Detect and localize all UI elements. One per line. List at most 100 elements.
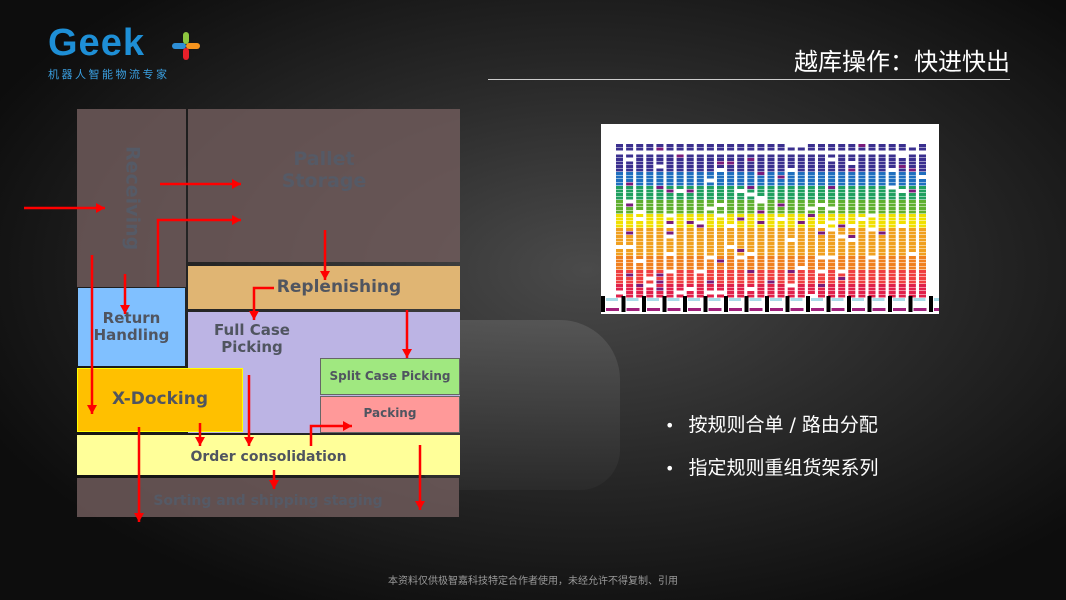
shelf-cell [787,221,795,224]
shelf-cell [636,221,644,224]
shelf-cell [888,228,896,231]
arrow-head [87,405,97,414]
shelf-cell [676,179,684,182]
shelf-cell [919,231,926,235]
shelf-cell [626,217,634,221]
shelf-cell [919,172,926,175]
shelf-cell [686,203,694,207]
shelf-cell [848,196,856,200]
shelf-cell [767,161,775,165]
shelf-cell [807,280,815,284]
shelf-cell [706,214,714,217]
shelf-cell [686,161,694,165]
shelf-cell [767,256,775,259]
shelf-cell [737,235,745,238]
shelf-cell [616,186,623,189]
shelf-cell [706,231,714,235]
shelf-cell [656,259,664,263]
shelf-cell [787,263,795,266]
shelf-cell [757,284,765,287]
shelf-cell [898,207,906,210]
station-robots [667,308,681,311]
shelf-cell [686,280,694,284]
shelf-cell [666,242,674,245]
shelf-cell [908,273,916,277]
shelf-cell [636,172,644,175]
shelf-cell [747,210,755,214]
shelf-cell [828,189,836,193]
shelf-cell [706,235,714,238]
shelf-cell [898,245,906,249]
shelf-cell [767,217,775,221]
shelf-cell [868,175,876,179]
shelf-cell [676,231,684,235]
shelf-cell [828,273,836,277]
shelf-cell [919,193,926,196]
shelf-cell [908,193,916,196]
shelf-cell [828,263,836,266]
shelf-cell [767,179,775,182]
shelf-cell [878,228,886,231]
shelf-cell [797,193,805,196]
logo-word: Geek [48,22,145,64]
shelf-cell [818,214,825,217]
shelf-cell [888,280,896,284]
shelf-cell [919,214,926,217]
station-robots [626,308,640,311]
shelf-cell [828,147,836,151]
shelf-cell [676,165,684,168]
shelf-cell [868,168,876,172]
shelf-cell [838,242,846,245]
shelf-cell [616,200,623,203]
station-queue [852,298,864,301]
shelf-cell [919,161,926,165]
shelf-cell [838,168,846,172]
shelf-cell [636,182,644,186]
shelf-cell [777,203,785,207]
shelf-cell [757,147,765,151]
shelf-cell [888,179,896,182]
shelf-cell [666,161,674,165]
shelf-cell [818,231,825,235]
shelf-cell [626,210,634,214]
shelf-cell [747,224,755,228]
shelf-cell [636,186,644,189]
shelf-cell [919,179,926,182]
shelf-cell [898,147,906,151]
shelf-cell [878,273,886,277]
shelf-cell [777,193,785,196]
shelf-cell [818,242,825,245]
shelf-cell [646,172,654,175]
shelf-cell [676,147,684,151]
shelf-cell [656,270,664,273]
shelf-cell [757,221,765,224]
shelf-cell [747,263,755,266]
shelf-cell [908,263,916,266]
shelf-cell [737,217,745,221]
shelf-cell [818,165,825,168]
shelf-cell [787,210,795,214]
shelf-cell [737,172,745,175]
shelf-cell [646,280,654,284]
shelf-cell [696,182,704,186]
shelf-cell [757,193,765,196]
shelf-cell [777,147,785,151]
shelf-cell [656,179,664,182]
shelf-cell [616,207,623,210]
plus-icon [172,32,200,60]
shelf-cell [686,168,694,172]
station-marker [785,296,790,312]
shelf-cell [858,207,866,210]
shelf-cell [878,259,886,263]
shelf-cell [898,210,906,214]
shelf-cell [807,168,815,172]
shelf-cell [666,158,674,161]
shelf-cell [868,221,876,224]
shelf-cell [676,273,684,277]
shelf-cell [747,200,755,203]
shelf-cell [787,186,795,189]
shelf-cell [696,228,704,231]
shelf-cell [818,217,825,221]
shelf-cell [858,291,866,294]
shelf-cell [858,263,866,266]
